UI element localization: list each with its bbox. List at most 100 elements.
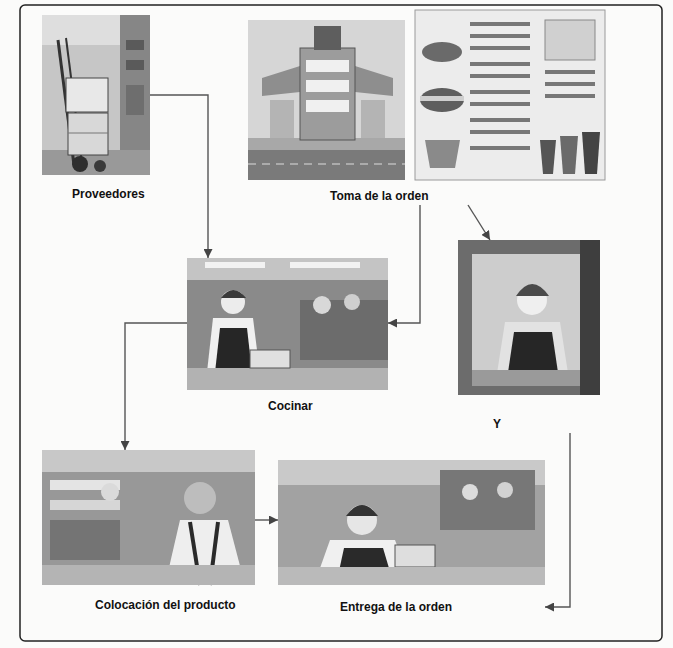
drive-thru-photo-part bbox=[270, 100, 294, 138]
kitchen-photo-part bbox=[344, 294, 360, 310]
kitchen-photo-part bbox=[221, 290, 246, 298]
caption-row: Y bbox=[458, 417, 600, 431]
photo-caption: Entrega de la orden bbox=[340, 600, 452, 614]
caption-row: Toma de la orden bbox=[248, 189, 605, 203]
assembly-photo-part bbox=[42, 450, 255, 585]
window-photo-part bbox=[472, 254, 580, 386]
flow-arrow bbox=[545, 433, 570, 607]
drive-thru-photo-part bbox=[248, 164, 405, 165]
delivery-photo-part bbox=[347, 505, 377, 535]
drive-thru-photo bbox=[248, 20, 405, 180]
photo-caption: Colocación del producto bbox=[95, 598, 236, 612]
caption-row: Proveedores bbox=[42, 187, 150, 201]
photo-caption: Y bbox=[493, 417, 501, 431]
delivery-photo-part bbox=[346, 505, 378, 516]
photo-step: Cocinar bbox=[187, 258, 388, 415]
delivery-photo-part bbox=[278, 567, 545, 585]
assembly-photo-part bbox=[42, 565, 255, 585]
supplier-photo-part bbox=[66, 78, 108, 112]
flow-arrow bbox=[150, 95, 208, 258]
kitchen-photo-part bbox=[313, 296, 331, 314]
menu-board-photo-part bbox=[470, 146, 530, 150]
photo-step: Colocación del producto bbox=[42, 450, 255, 614]
menu-board-photo-part bbox=[470, 46, 530, 50]
kitchen-photo-part bbox=[221, 290, 245, 314]
drive-thru-photo-part bbox=[300, 48, 355, 140]
menu-board-photo-part bbox=[470, 102, 530, 106]
flow-arrow bbox=[388, 205, 420, 323]
menu-board-photo-part bbox=[582, 132, 600, 174]
menu-board-photo-part bbox=[545, 70, 595, 74]
supplier-photo-part bbox=[126, 85, 144, 115]
menu-board-photo-part bbox=[425, 140, 460, 168]
assembly-photo-part bbox=[42, 450, 255, 472]
assembly-photo bbox=[42, 450, 255, 585]
menu-board-photo-part bbox=[470, 62, 530, 66]
flow-arrow bbox=[125, 323, 187, 450]
menu-board-photo-part bbox=[420, 96, 464, 101]
drive-thru-photo-part bbox=[306, 100, 349, 112]
window-photo-part bbox=[516, 284, 549, 296]
delivery-photo-part bbox=[462, 484, 478, 500]
photo-step: Proveedores bbox=[42, 15, 150, 203]
menu-board-photo-part bbox=[545, 20, 595, 60]
kitchen-photo-part bbox=[187, 258, 388, 390]
supplier-photo-part bbox=[94, 160, 106, 172]
supplier-photo-part bbox=[126, 60, 144, 70]
supplier-photo-part bbox=[68, 133, 108, 134]
menu-board-photo-part bbox=[545, 82, 595, 86]
kitchen-photo bbox=[187, 258, 388, 390]
drive-thru-photo-part bbox=[361, 100, 385, 138]
menu-board-photo-part bbox=[470, 130, 530, 134]
supplier-photo-part bbox=[68, 113, 108, 155]
photo-caption: Toma de la orden bbox=[330, 189, 428, 203]
photo-step: Toma de la orden bbox=[248, 10, 605, 205]
menu-board-photo-part bbox=[420, 88, 464, 112]
kitchen-photo-part bbox=[300, 300, 388, 360]
menu-board-photo-part bbox=[422, 42, 462, 62]
kitchen-photo-part bbox=[290, 262, 360, 268]
page-frame bbox=[20, 5, 662, 641]
menu-board-photo-part bbox=[470, 118, 530, 122]
supplier-photo-part bbox=[42, 15, 150, 175]
caption-row: Entrega de la orden bbox=[278, 600, 545, 614]
kitchen-photo-part bbox=[205, 262, 265, 268]
supplier-photo-part bbox=[126, 40, 144, 50]
caption-row: Colocación del producto bbox=[42, 598, 255, 612]
drive-thru-photo-part bbox=[306, 60, 349, 72]
assembly-photo-part bbox=[50, 500, 120, 510]
delivery-photo bbox=[278, 460, 545, 585]
flow-arrow bbox=[255, 519, 278, 520]
drive-thru-photo-part bbox=[314, 26, 341, 50]
drive-thru-photo-part bbox=[262, 66, 300, 96]
menu-board-photo-part bbox=[545, 94, 595, 98]
drive-thru-photo-part bbox=[248, 20, 405, 180]
menu-board-photo-part bbox=[415, 10, 605, 180]
supplier-photo-part bbox=[72, 156, 88, 172]
assembly-photo-part bbox=[50, 520, 120, 560]
flow-arrow bbox=[468, 205, 490, 240]
kitchen-photo-part bbox=[250, 350, 290, 368]
drive-thru-photo-part bbox=[355, 66, 393, 96]
menu-board-photo-part bbox=[470, 74, 530, 78]
menu-board-photo bbox=[415, 10, 605, 180]
photo-step: Y bbox=[458, 240, 600, 433]
assembly-photo-part bbox=[184, 482, 216, 514]
delivery-photo-part bbox=[440, 470, 535, 530]
kitchen-photo-part bbox=[187, 258, 388, 280]
menu-board-photo-part bbox=[540, 140, 556, 174]
window-photo-part bbox=[458, 240, 600, 395]
menu-board-photo-part bbox=[560, 136, 578, 174]
drive-thru-photo-part bbox=[248, 148, 405, 180]
photo-step: Entrega de la orden bbox=[278, 460, 545, 616]
kitchen-photo-part bbox=[187, 368, 388, 390]
menu-board-photo-part bbox=[470, 90, 530, 94]
photo-caption: Cocinar bbox=[268, 399, 313, 413]
menu-board-photo-part bbox=[470, 22, 530, 26]
delivery-photo-part bbox=[278, 460, 545, 585]
drive-thru-photo-part bbox=[306, 80, 349, 92]
caption-row: Cocinar bbox=[187, 399, 388, 413]
